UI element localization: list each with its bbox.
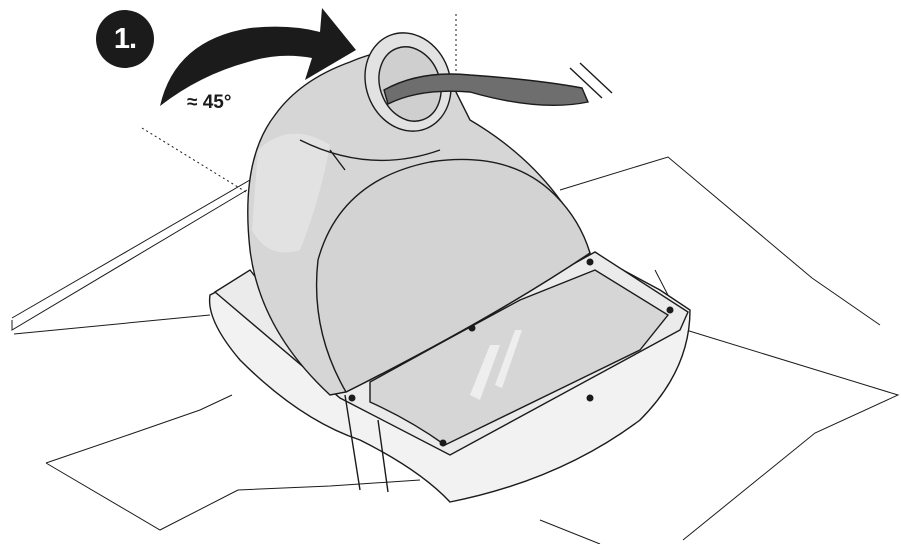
cable-body	[383, 73, 589, 107]
surface-panel-left-lower	[13, 314, 211, 335]
step-number-label: 1.	[113, 22, 137, 55]
cable	[383, 62, 613, 107]
housing-side-shade	[252, 133, 330, 253]
screw	[666, 306, 674, 314]
surface-panel-bottom-left	[45, 394, 233, 464]
base-front-seam	[344, 394, 389, 493]
surface-outline-left	[11, 189, 248, 331]
surface-panel-bottom-left-2	[45, 462, 239, 531]
surface-panel-right-lower	[682, 329, 900, 541]
mounting-surface	[11, 156, 900, 544]
cable-break-mark	[569, 62, 613, 99]
window-glare-1	[470, 345, 500, 400]
surface-panel-right	[559, 156, 881, 326]
window-glare-2	[495, 330, 522, 388]
housing-front-face	[315, 158, 591, 393]
surface-panel-bottom-right	[539, 519, 601, 544]
housing-top-band	[299, 139, 441, 171]
screw	[586, 394, 594, 402]
camera-base	[208, 251, 691, 503]
rotation-angle-label: ≈ 45°	[187, 92, 232, 113]
screw	[586, 258, 594, 266]
step-number-badge: 1.	[96, 10, 154, 68]
screw	[439, 439, 447, 447]
surface-panel-bottom-center	[237, 479, 421, 491]
base-window	[369, 269, 670, 446]
curved-arrow-icon	[160, 8, 356, 106]
screw	[348, 394, 356, 402]
